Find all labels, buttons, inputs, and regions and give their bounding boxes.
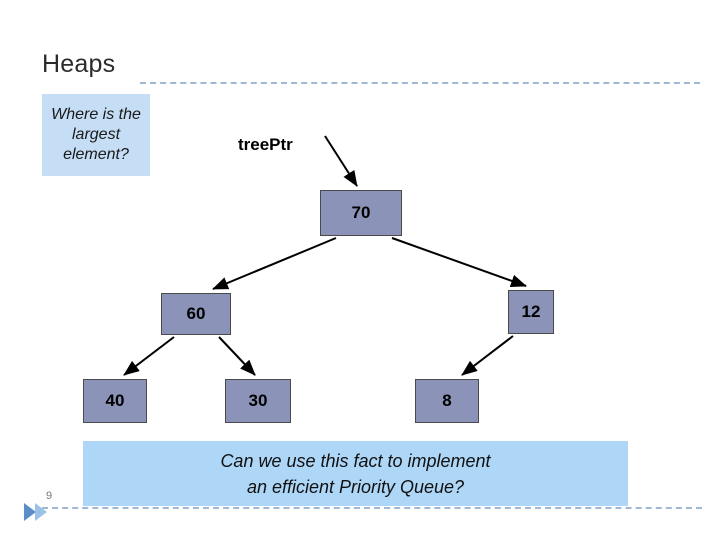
tree-node-right-left: 8 — [415, 379, 479, 423]
play-triangle-secondary-icon — [35, 503, 47, 521]
tree-node-left-left: 40 — [83, 379, 147, 423]
tree-node-left-right: 30 — [225, 379, 291, 423]
play-triangle-icon — [24, 503, 36, 521]
bottom-divider — [42, 507, 702, 509]
tree-node-right: 12 — [508, 290, 554, 334]
tree-pointer-label: treePtr — [238, 135, 293, 154]
caption-line-2: an efficient Priority Queue? — [246, 476, 465, 497]
slide-number: 9 — [46, 490, 53, 502]
title-divider — [140, 82, 700, 84]
tree-node-root: 70 — [320, 190, 402, 236]
page-title: Heaps — [42, 50, 116, 78]
caption-box: Can we use this fact to implement an eff… — [83, 441, 628, 506]
tree-node-left: 60 — [161, 293, 231, 335]
question-callout: Where is the largest element? — [42, 94, 150, 176]
caption-line-1: Can we use this fact to implement — [220, 450, 491, 471]
